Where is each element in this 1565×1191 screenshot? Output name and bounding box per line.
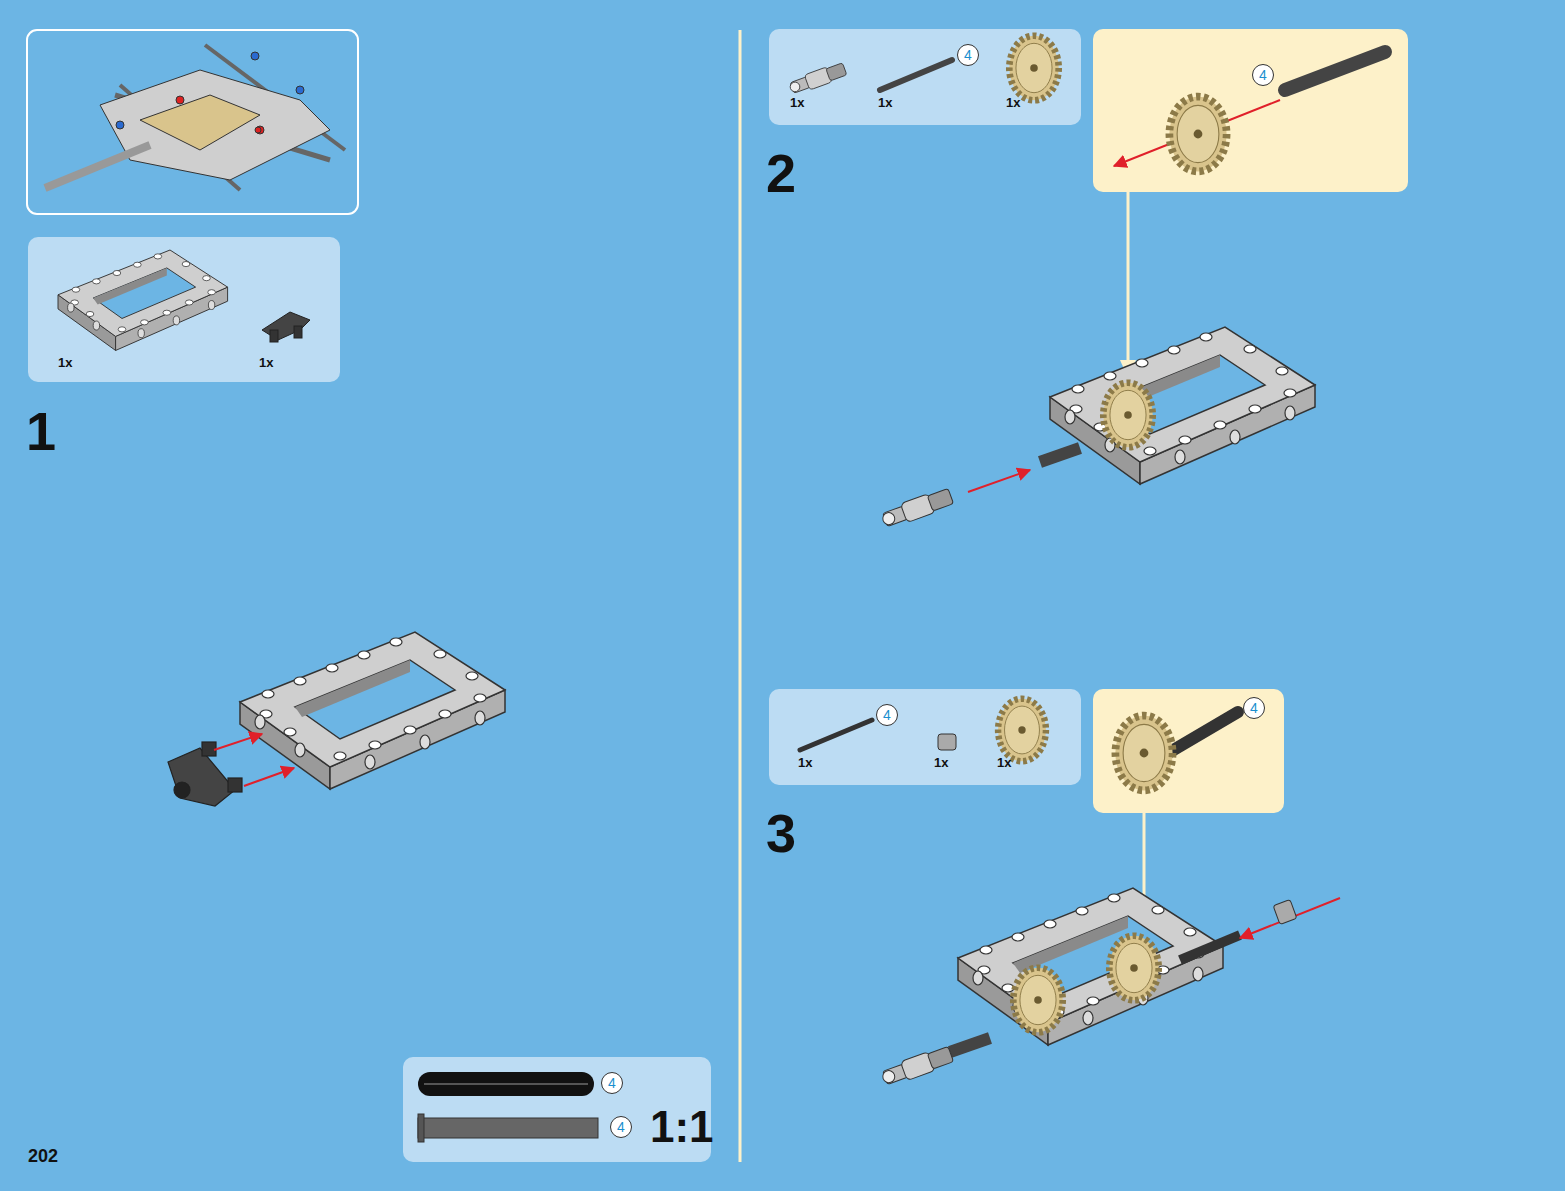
- quantity: 1x: [934, 755, 948, 770]
- sub-assembly-callout: 4: [1093, 689, 1284, 813]
- quantity: 1x: [58, 355, 72, 370]
- scale-ratio: 1:1: [650, 1105, 714, 1149]
- quantity: 1x: [790, 95, 804, 110]
- step-number: 1: [26, 404, 56, 458]
- quantity: 1x: [259, 355, 273, 370]
- page-number: 202: [28, 1146, 58, 1167]
- quantity: 1x: [798, 755, 812, 770]
- callout-number: 4: [1252, 64, 1274, 86]
- quantity: 1x: [1006, 95, 1020, 110]
- callout-number: 4: [610, 1116, 632, 1138]
- scale-panel: 4 4 1:1: [403, 1057, 718, 1162]
- callout-number: 4: [876, 704, 898, 726]
- parts-panel: 4 1x 1x 1x: [769, 689, 1081, 785]
- parts-panel: 4 1x 1x 1x: [769, 29, 1081, 125]
- quantity: 1x: [878, 95, 892, 110]
- callout-number: 4: [601, 1072, 623, 1094]
- parts-panel: 1x 1x: [28, 237, 340, 382]
- callout-number: 4: [957, 44, 979, 66]
- sub-assembly-callout: 4: [1093, 29, 1408, 192]
- step-number: 2: [766, 146, 796, 200]
- callout-number: 4: [1243, 697, 1265, 719]
- quantity: 1x: [997, 755, 1011, 770]
- step-number: 3: [766, 806, 796, 860]
